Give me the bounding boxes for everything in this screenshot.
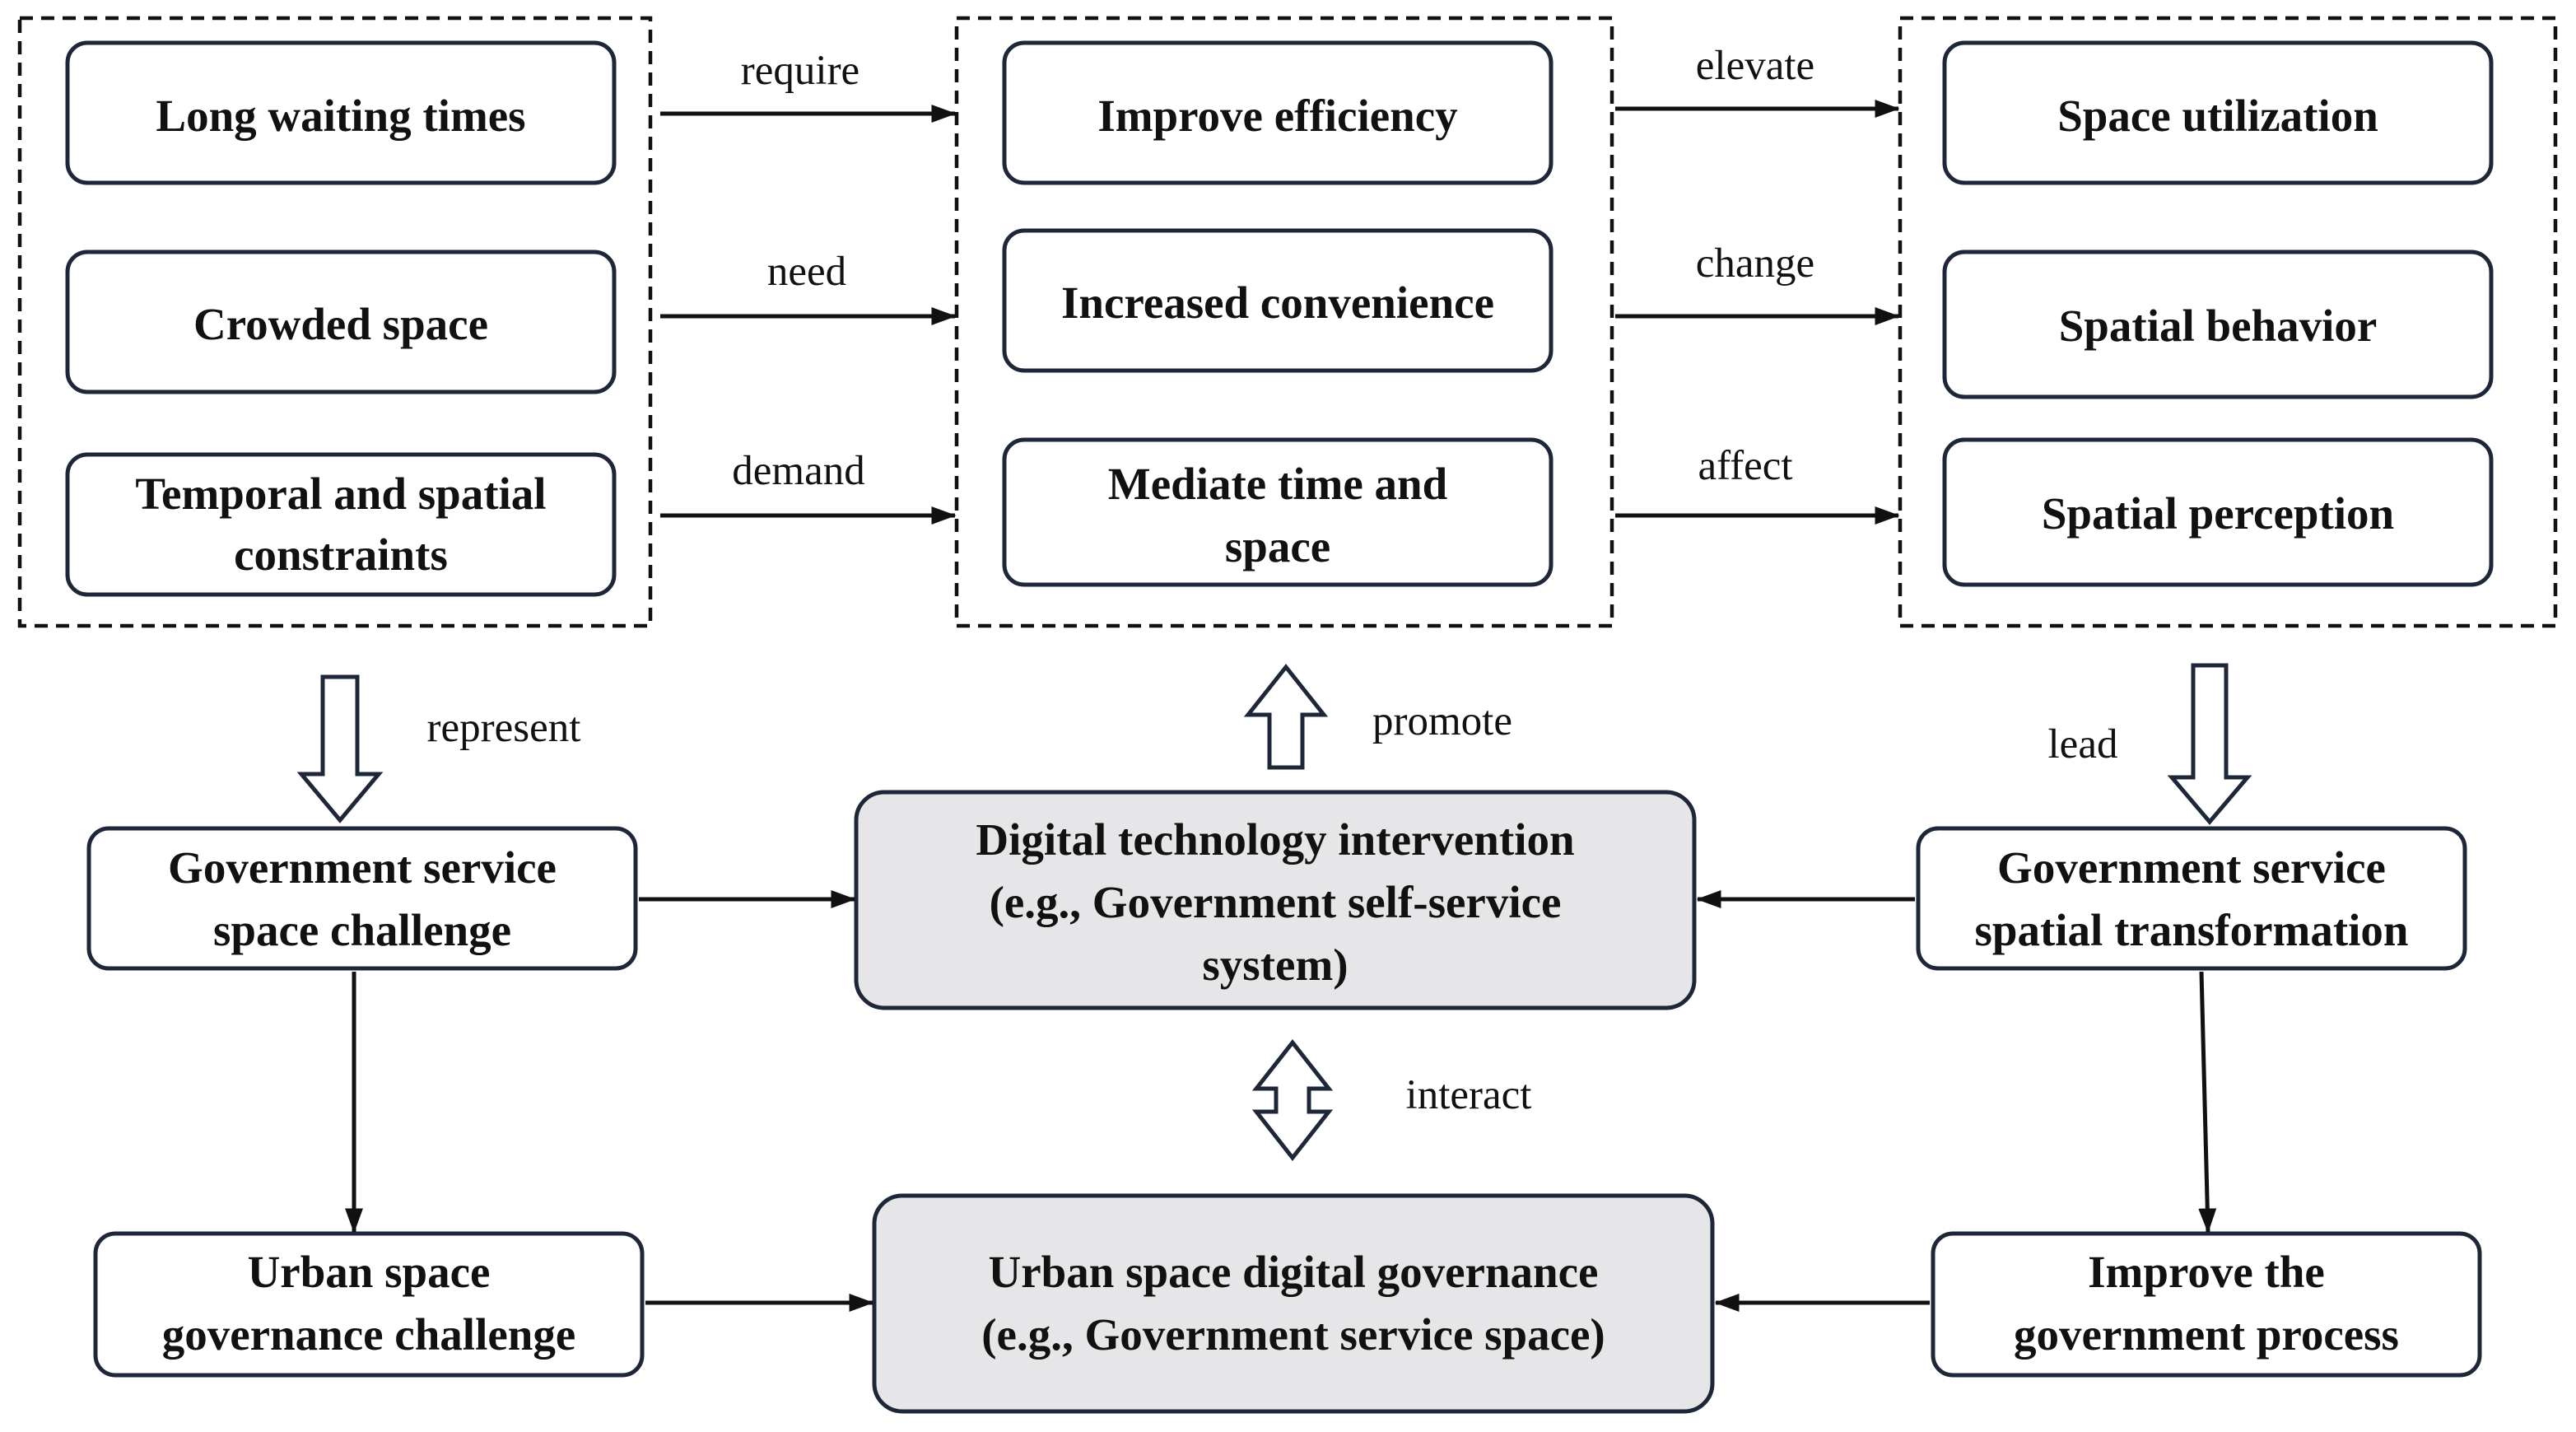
- node-mediate-time-space: Mediate time and space: [1002, 437, 1554, 587]
- node-crowded-space-label: Crowded space: [193, 299, 488, 349]
- arrow-transformation-down: [2198, 971, 2217, 1234]
- node-gov-service-spatial-transformation: Government service spatial transformation: [1916, 826, 2467, 971]
- node-temporal-spatial-constraints: Temporal and spatial constraints: [65, 452, 617, 597]
- block-arrow-lead: [2167, 663, 2252, 825]
- label-represent: represent: [427, 705, 581, 751]
- label-line: Urban space digital governance: [989, 1247, 1599, 1297]
- node-improve-government-process-label: Improve the government process: [2014, 1247, 2399, 1360]
- label-line: Temporal and spatial: [135, 469, 546, 519]
- node-long-waiting-times-label: Long waiting times: [156, 91, 525, 141]
- label-line: (e.g., Government self-service: [990, 877, 1562, 927]
- node-urban-space-digital-governance-label: Urban space digital governance (e.g., Gov…: [981, 1247, 1605, 1360]
- node-improve-government-process: Improve the government process: [1931, 1231, 2482, 1378]
- node-increased-convenience: Increased convenience: [1002, 228, 1554, 373]
- label-require: require: [741, 48, 859, 94]
- block-arrow-represent: [296, 674, 384, 823]
- node-spatial-perception-label: Spatial perception: [2042, 488, 2394, 539]
- node-space-utilization: Space utilization: [1942, 40, 2494, 185]
- label-line: (e.g., Government service space): [981, 1309, 1605, 1360]
- block-arrow-interact: [1251, 1038, 1334, 1162]
- node-crowded-space: Crowded space: [65, 250, 617, 394]
- node-increased-convenience-label: Increased convenience: [1061, 278, 1494, 328]
- label-line: system): [1202, 940, 1348, 990]
- label-line: Urban space: [248, 1247, 491, 1297]
- label-line: Improve the: [2088, 1247, 2325, 1297]
- node-spatial-behavior-label: Spatial behavior: [2059, 301, 2378, 351]
- label-line: governance challenge: [162, 1309, 576, 1360]
- label-demand: demand: [732, 448, 864, 494]
- node-temporal-spatial-constraints-label: Temporal and spatial constraints: [135, 469, 546, 580]
- node-digital-technology-intervention: Digital technology intervention (e.g., Go…: [854, 790, 1697, 1010]
- node-gov-service-space-challenge: Government service space challenge: [86, 826, 638, 971]
- label-line: spatial transformation: [1974, 905, 2408, 955]
- label-line: constraints: [234, 529, 448, 580]
- label-line: Government service: [168, 842, 557, 893]
- label-lead: lead: [2048, 721, 2118, 767]
- node-urban-space-governance-challenge: Urban space governance challenge: [93, 1231, 645, 1378]
- node-improve-efficiency: Improve efficiency: [1002, 40, 1554, 185]
- node-gov-service-space-challenge-label: Government service space challenge: [168, 842, 557, 955]
- node-urban-space-digital-governance: Urban space digital governance (e.g., Gov…: [872, 1193, 1715, 1414]
- label-line: Mediate time and: [1108, 459, 1447, 509]
- label-change: change: [1696, 240, 1814, 287]
- node-spatial-perception: Spatial perception: [1942, 437, 2494, 587]
- challenges-group-frame: [17, 16, 653, 628]
- node-mediate-time-space-label: Mediate time and space: [1108, 459, 1447, 571]
- label-need: need: [767, 249, 846, 295]
- label-line: government process: [2014, 1309, 2399, 1360]
- label-line: Digital technology intervention: [976, 814, 1574, 865]
- node-urban-space-governance-challenge-label: Urban space governance challenge: [162, 1247, 576, 1360]
- node-long-waiting-times: Long waiting times: [65, 40, 617, 185]
- label-affect: affect: [1698, 443, 1792, 489]
- label-line: space challenge: [213, 905, 511, 955]
- label-elevate: elevate: [1696, 43, 1814, 89]
- node-gov-service-spatial-transformation-label: Government service spatial transformation: [1974, 842, 2408, 955]
- node-improve-efficiency-label: Improve efficiency: [1097, 91, 1457, 141]
- label-line: space: [1225, 521, 1330, 571]
- node-space-utilization-label: Space utilization: [2057, 91, 2378, 141]
- label-interact: interact: [1406, 1072, 1532, 1118]
- goals-group-frame: [954, 16, 1614, 628]
- block-arrow-promote: [1243, 663, 1329, 770]
- node-digital-technology-intervention-label: Digital technology intervention (e.g., Go…: [976, 814, 1574, 990]
- node-spatial-behavior: Spatial behavior: [1942, 250, 2494, 399]
- label-line: Government service: [1997, 842, 2386, 893]
- spatial-effects-group-frame: [1898, 16, 2558, 628]
- label-promote: promote: [1372, 698, 1512, 744]
